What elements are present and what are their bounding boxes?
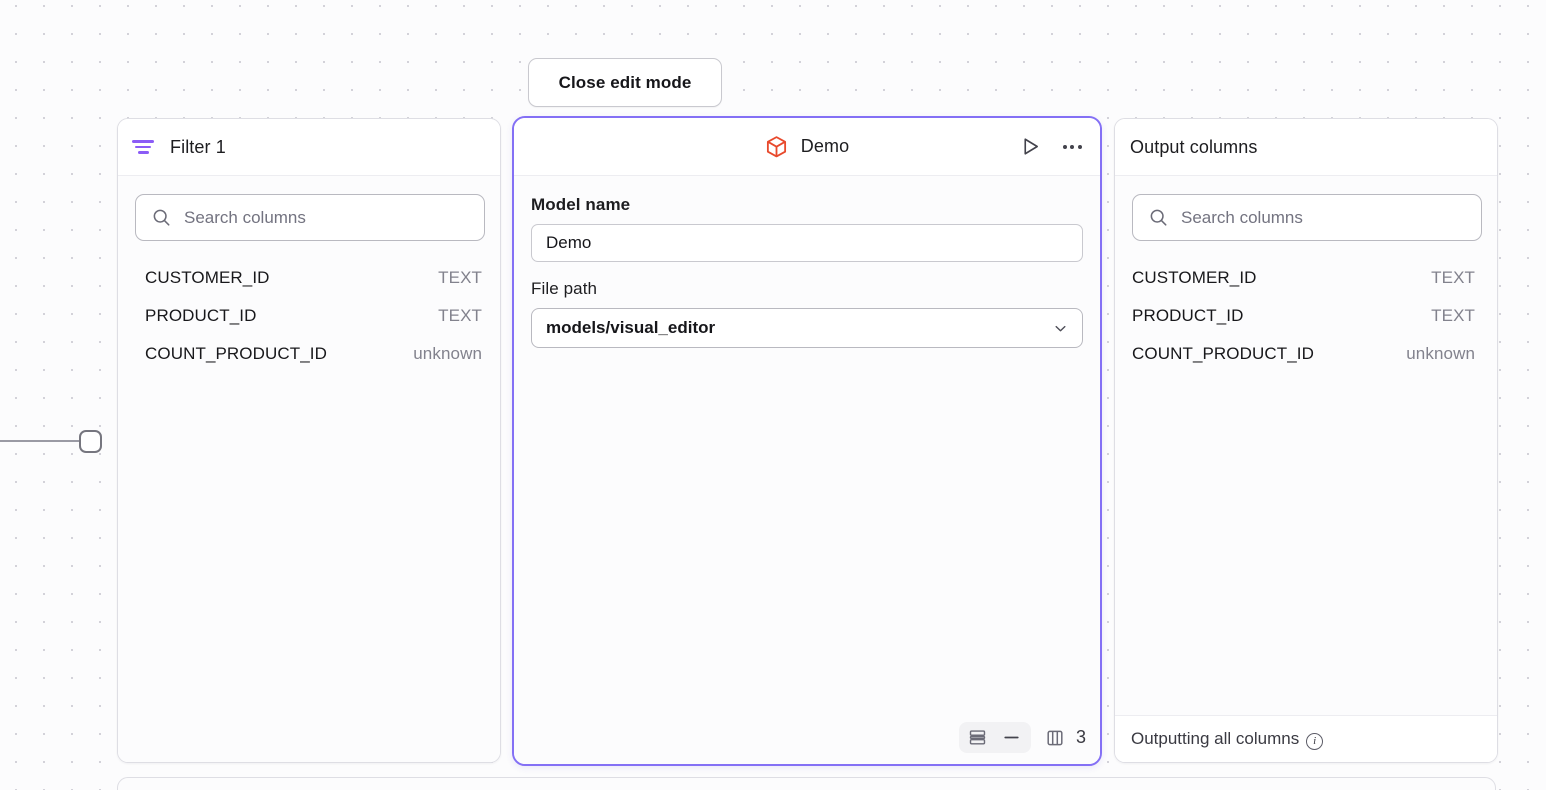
output-node-title: Output columns bbox=[1130, 136, 1258, 157]
output-search-box[interactable] bbox=[1132, 194, 1482, 241]
play-icon bbox=[1023, 138, 1038, 155]
table-row[interactable]: CUSTOMER_ID TEXT bbox=[118, 259, 500, 297]
search-icon bbox=[153, 209, 170, 226]
run-button[interactable] bbox=[1016, 133, 1044, 161]
file-path-value: models/visual_editor bbox=[546, 318, 716, 337]
output-column-list: CUSTOMER_ID TEXT PRODUCT_ID TEXT COUNT_P… bbox=[1115, 259, 1497, 373]
file-path-label: File path bbox=[531, 279, 598, 298]
output-node-header: Output columns bbox=[1115, 119, 1497, 176]
output-footer-label: Outputting all columns bbox=[1131, 729, 1300, 748]
output-node-body: CUSTOMER_ID TEXT PRODUCT_ID TEXT COUNT_P… bbox=[1115, 176, 1497, 762]
output-footer: Outputting all columns i bbox=[1115, 715, 1497, 762]
connector-edge bbox=[0, 440, 82, 442]
column-type: TEXT bbox=[1431, 268, 1475, 287]
row-view-toggle-group bbox=[958, 722, 1031, 753]
more-options-button[interactable] bbox=[1058, 133, 1086, 161]
column-type: unknown bbox=[1406, 344, 1475, 363]
output-search-input[interactable] bbox=[1181, 207, 1465, 228]
cube-icon bbox=[766, 135, 786, 157]
minus-icon bbox=[1004, 736, 1020, 739]
search-icon bbox=[1150, 209, 1167, 226]
demo-node-header: Demo bbox=[514, 118, 1100, 176]
column-name: CUSTOMER_ID bbox=[1132, 268, 1257, 287]
filter-node[interactable]: Filter 1 CUSTOMER_ID TEXT PRODUCT_ID TEX… bbox=[117, 118, 501, 763]
demo-node-title: Demo bbox=[800, 136, 850, 156]
rows-layout-button[interactable] bbox=[963, 725, 993, 750]
filter-icon bbox=[132, 138, 156, 156]
filter-node-body: CUSTOMER_ID TEXT PRODUCT_ID TEXT COUNT_P… bbox=[118, 176, 500, 762]
model-node-demo[interactable]: Demo Model name File path m bbox=[512, 116, 1102, 766]
table-row[interactable]: PRODUCT_ID TEXT bbox=[1115, 297, 1497, 335]
column-count-indicator[interactable]: 3 bbox=[1045, 727, 1086, 748]
model-name-input[interactable] bbox=[531, 224, 1083, 262]
chevron-down-icon bbox=[1055, 325, 1066, 331]
filter-node-title: Filter 1 bbox=[170, 136, 226, 157]
demo-bottom-bar: 3 bbox=[958, 722, 1086, 753]
demo-node-body: Model name File path models/visual_edito… bbox=[514, 176, 1100, 764]
table-row[interactable]: CUSTOMER_ID TEXT bbox=[1115, 259, 1497, 297]
column-type: TEXT bbox=[438, 268, 482, 287]
connector-handle[interactable] bbox=[79, 430, 102, 453]
rows-layout-icon bbox=[970, 730, 986, 745]
table-row[interactable]: COUNT_PRODUCT_ID unknown bbox=[118, 335, 500, 373]
column-type: TEXT bbox=[438, 306, 482, 325]
filter-search-input[interactable] bbox=[184, 207, 468, 228]
column-type: unknown bbox=[413, 344, 482, 363]
info-icon[interactable]: i bbox=[1306, 732, 1324, 750]
table-row[interactable]: PRODUCT_ID TEXT bbox=[118, 297, 500, 335]
model-name-label: Model name bbox=[531, 195, 631, 214]
filter-node-header: Filter 1 bbox=[118, 119, 500, 176]
close-edit-mode-button[interactable]: Close edit mode bbox=[528, 58, 722, 107]
column-name: PRODUCT_ID bbox=[145, 306, 257, 325]
output-columns-node[interactable]: Output columns CUSTOMER_ID TEXT PRODUCT_… bbox=[1114, 118, 1498, 763]
table-row[interactable]: COUNT_PRODUCT_ID unknown bbox=[1115, 335, 1497, 373]
column-name: COUNT_PRODUCT_ID bbox=[1132, 344, 1315, 363]
file-path-select[interactable]: models/visual_editor bbox=[531, 308, 1083, 348]
column-name: PRODUCT_ID bbox=[1132, 306, 1244, 325]
collapse-button[interactable] bbox=[997, 725, 1027, 750]
filter-search-box[interactable] bbox=[135, 194, 485, 241]
column-name: COUNT_PRODUCT_ID bbox=[145, 344, 328, 363]
ellipsis-icon bbox=[1062, 144, 1082, 149]
filter-column-list: CUSTOMER_ID TEXT PRODUCT_ID TEXT COUNT_P… bbox=[118, 259, 500, 373]
column-type: TEXT bbox=[1431, 306, 1475, 325]
column-name: CUSTOMER_ID bbox=[145, 268, 270, 287]
offscreen-node-partial[interactable] bbox=[117, 777, 1496, 790]
columns-layout-icon bbox=[1047, 730, 1063, 745]
column-count-value: 3 bbox=[1075, 727, 1086, 747]
